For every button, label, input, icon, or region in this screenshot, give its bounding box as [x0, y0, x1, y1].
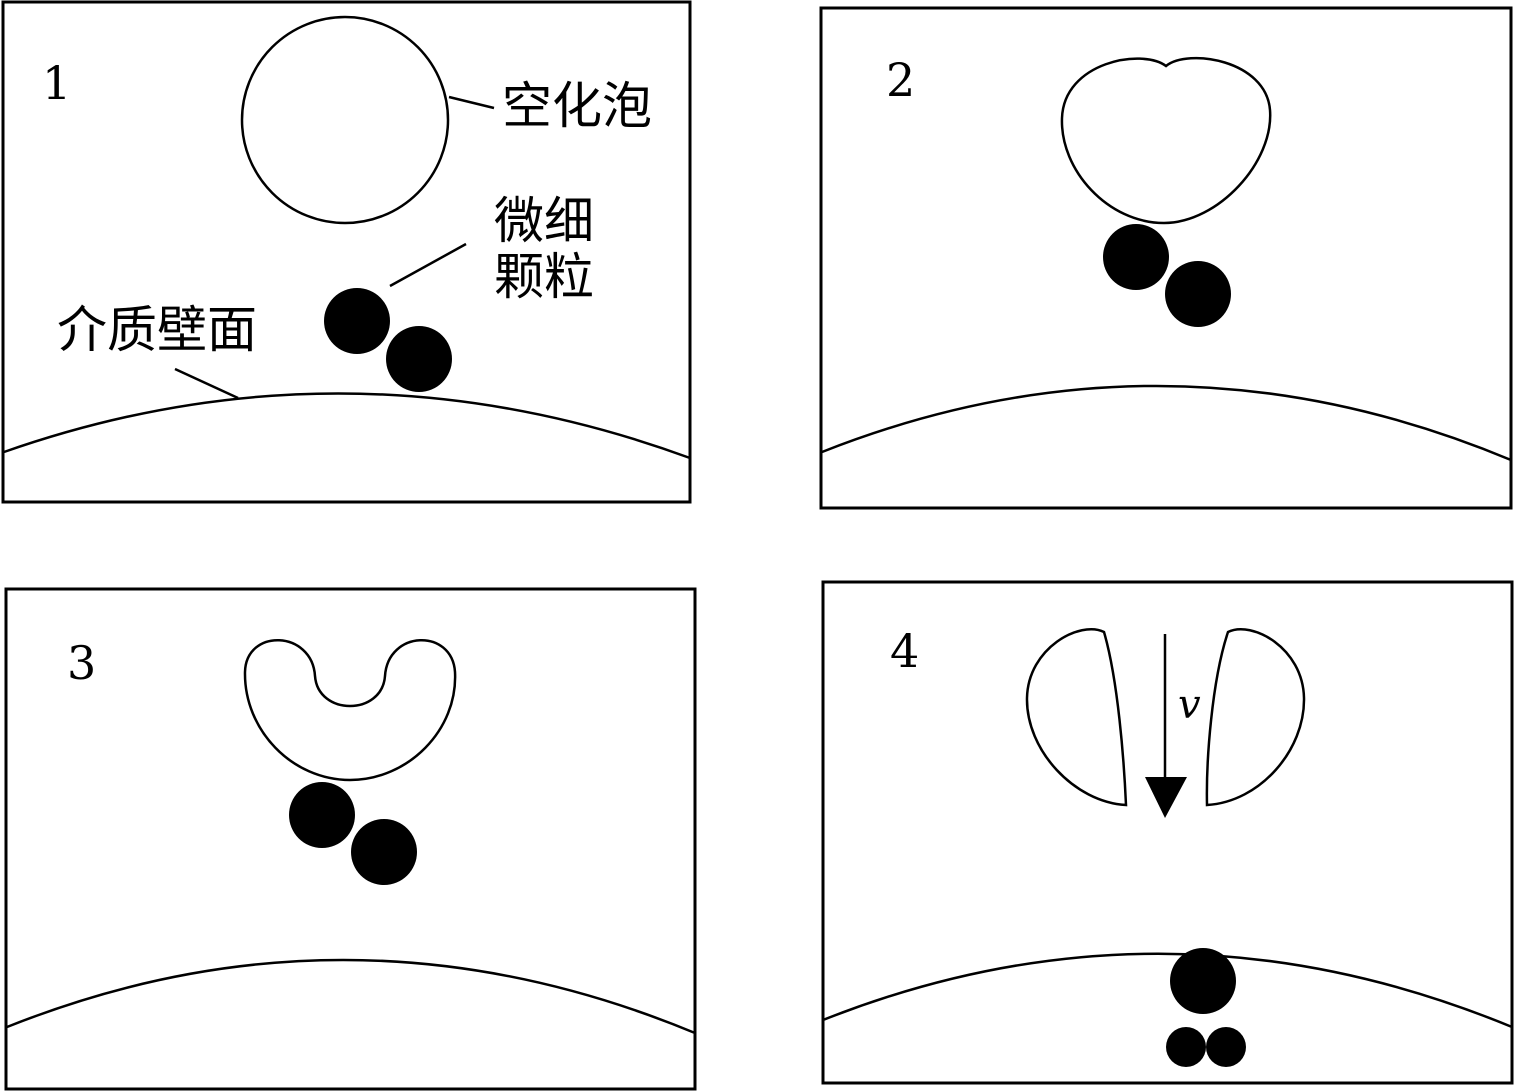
- panel-2: 2: [819, 6, 1513, 510]
- particle: [289, 782, 355, 848]
- panel-2-frame: [819, 6, 1513, 510]
- panel-1-number: 1: [42, 56, 71, 110]
- panel-4-frame: [821, 580, 1514, 1085]
- medium-wall-surface: [6, 958, 696, 1035]
- medium-wall-surface: [822, 952, 1513, 1029]
- panel-3-number: 3: [67, 636, 96, 690]
- particle: [386, 326, 452, 392]
- deforming-bubble: [1060, 56, 1272, 225]
- bubble-fragment-left: [1025, 628, 1128, 807]
- particle: [1206, 1027, 1246, 1067]
- jet-arrow-head: [1145, 777, 1187, 818]
- panel-4-number: 4: [890, 624, 919, 678]
- particle-label-line2: 颗粒: [494, 248, 594, 306]
- panel-2-number: 2: [886, 53, 915, 107]
- particle: [1165, 261, 1231, 327]
- cavitation-bubble: [240, 15, 450, 225]
- particle: [351, 819, 417, 885]
- bubble-leader-line: [448, 95, 495, 110]
- wall-leader-line: [174, 367, 239, 400]
- medium-wall-surface: [3, 392, 691, 460]
- particle: [1103, 224, 1169, 290]
- panel-4: 4 v: [821, 580, 1514, 1085]
- bubble-fragment-right: [1205, 628, 1306, 807]
- bubble-label: 空化泡: [502, 77, 652, 135]
- particle-label-line1: 微细: [494, 192, 594, 250]
- particle-leader-line: [389, 242, 467, 288]
- panel-3-frame: [4, 587, 697, 1091]
- velocity-label: v: [1178, 682, 1201, 728]
- panel-3: 3: [4, 587, 697, 1091]
- particle: [1170, 948, 1236, 1014]
- wall-label: 介质壁面: [57, 301, 257, 359]
- medium-wall-surface: [821, 384, 1512, 462]
- particle: [1166, 1027, 1206, 1067]
- panel-1-frame: [1, 0, 692, 504]
- collapsing-bubble: [243, 639, 457, 782]
- panel-1: 1 空化泡 微细 颗粒 介质壁面: [1, 0, 692, 504]
- particle: [324, 288, 390, 354]
